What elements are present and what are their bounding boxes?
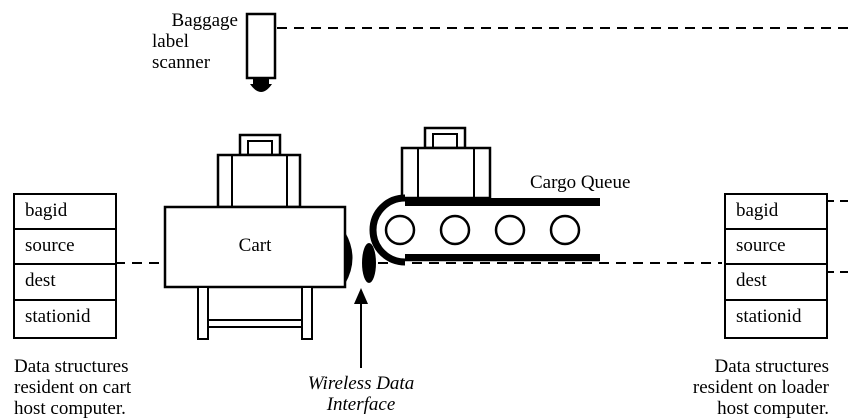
cargo-queue-label: Cargo Queue xyxy=(530,172,631,193)
cart-data-caption: Data structures resident on cart host co… xyxy=(14,356,214,419)
scanner-label-line: label xyxy=(152,31,189,52)
conveyor-belt xyxy=(369,194,600,266)
loader-caption-line: resident on loader xyxy=(692,377,829,398)
suitcase-on-cart xyxy=(216,133,302,209)
cart-caption-line: resident on cart xyxy=(14,377,132,398)
suitcase-on-conveyor xyxy=(400,126,492,200)
scanner-label: Baggage label scanner xyxy=(128,10,238,73)
loader-data-structure: bagid source dest stationid xyxy=(724,193,828,339)
wireless-interface-line: Wireless Data xyxy=(307,373,415,394)
baggage-scanner xyxy=(245,12,277,92)
scanner-label-line: scanner xyxy=(152,52,211,73)
loader-field-bagid: bagid xyxy=(726,195,826,230)
loader-caption-line: host computer. xyxy=(717,398,829,419)
cart-field-stationid: stationid xyxy=(25,306,91,327)
cart-field-bagid: bagid xyxy=(15,195,115,230)
cart-data-structure: bagid source dest stationid xyxy=(13,193,117,339)
wireless-interface-line: Interface xyxy=(326,394,396,415)
wireless-interface-label: Wireless Data Interface xyxy=(276,373,446,415)
loader-caption-line: Data structures xyxy=(714,356,829,377)
cart-field-source: source xyxy=(15,230,115,265)
cart-caption-line: host computer. xyxy=(14,398,126,419)
scanner-label-line: Baggage xyxy=(171,10,238,31)
cart-label: Cart xyxy=(238,235,272,256)
cart-field-dest: dest xyxy=(15,265,115,301)
cart-caption-line: Data structures xyxy=(14,356,129,377)
loader-field-source: source xyxy=(726,230,826,265)
interface-arrow xyxy=(354,288,368,368)
wireless-receiver xyxy=(362,243,376,283)
loader-field-stationid: stationid xyxy=(736,306,802,327)
cart xyxy=(163,205,353,340)
loader-field-dest: dest xyxy=(726,265,826,301)
loader-data-caption: Data structures resident on loader host … xyxy=(624,356,829,419)
